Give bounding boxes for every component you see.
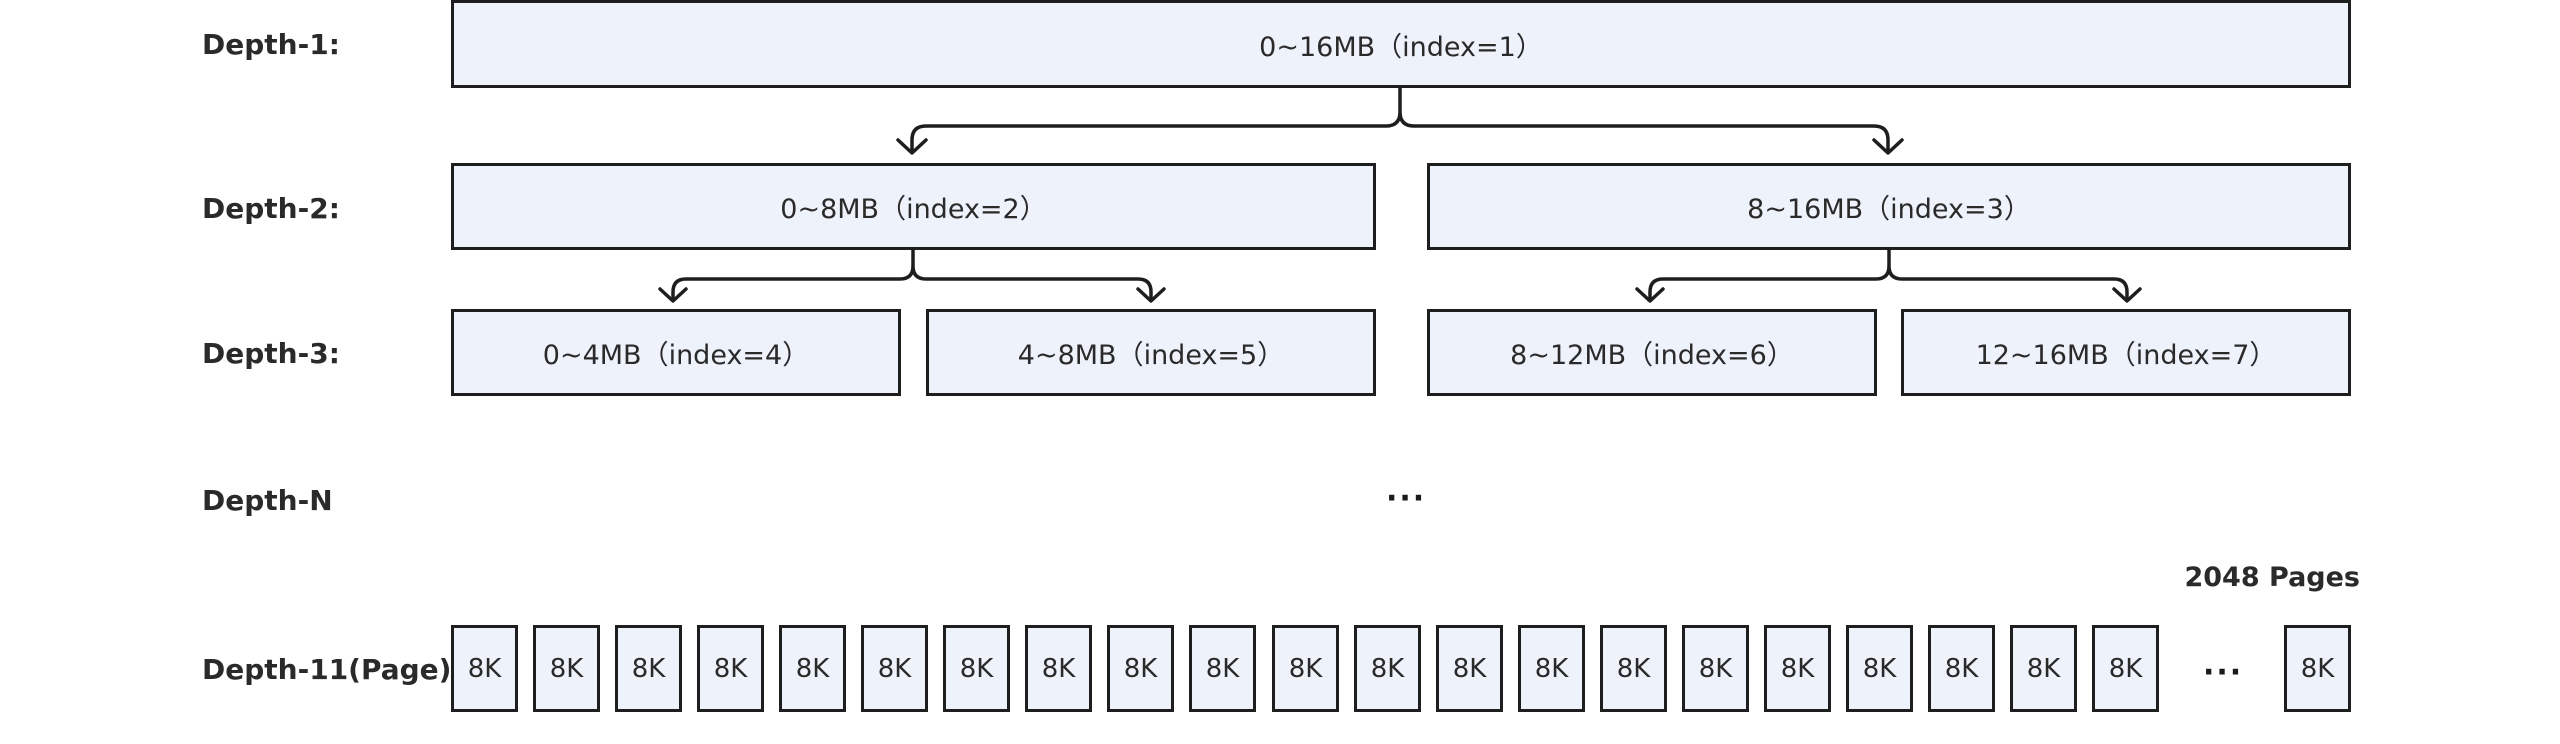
arrow-to-node-3 — [1872, 138, 1904, 155]
page-block: 8K — [1600, 625, 1667, 712]
page-block: 8K — [1354, 625, 1421, 712]
tree-node-index-4: 0~4MB（index=4） — [451, 309, 901, 396]
page-block: 8K — [1928, 625, 1995, 712]
tree-node-index-7: 12~16MB（index=7） — [1901, 309, 2351, 396]
page-block: 8K — [1436, 625, 1503, 712]
page-block: 8K — [1189, 625, 1256, 712]
depth-1-label: Depth-1: — [202, 28, 340, 61]
page-block: 8K — [533, 625, 600, 712]
page-block: 8K — [1107, 625, 1174, 712]
arrow-to-node-7 — [2112, 287, 2142, 303]
brace-node-3 — [1648, 246, 2129, 300]
page-block: 8K — [451, 625, 518, 712]
depth-3-label: Depth-3: — [202, 337, 340, 370]
page-block: 8K — [1025, 625, 1092, 712]
brace-node-2 — [671, 246, 1153, 300]
depth-n-ellipsis: ··· — [1386, 481, 1427, 516]
arrow-to-node-6 — [1635, 287, 1665, 303]
arrow-to-node-2 — [896, 138, 928, 155]
tree-node-index-3: 8~16MB（index=3） — [1427, 163, 2351, 250]
tree-node-index-2: 0~8MB（index=2） — [451, 163, 1376, 250]
page-block: 8K — [943, 625, 1010, 712]
page-block: 8K — [1272, 625, 1339, 712]
arrow-to-node-4 — [658, 287, 688, 303]
page-block: 8K — [2010, 625, 2077, 712]
page-block: 8K — [697, 625, 764, 712]
tree-node-index-6: 8~12MB（index=6） — [1427, 309, 1877, 396]
page-block: 8K — [1518, 625, 1585, 712]
tree-node-index-1: 0~16MB（index=1） — [451, 0, 2351, 88]
page-block: 8K — [1764, 625, 1831, 712]
page-block: 8K — [779, 625, 846, 712]
depth-11-label: Depth-11(Page): — [202, 653, 463, 686]
page-block: 8K — [861, 625, 928, 712]
arrow-to-node-5 — [1136, 287, 1166, 303]
page-block: 8K — [615, 625, 682, 712]
tree-node-index-5: 4~8MB（index=5） — [926, 309, 1376, 396]
page-block-last: 8K — [2284, 625, 2351, 712]
page-block: 8K — [1846, 625, 1913, 712]
depth-2-label: Depth-2: — [202, 192, 340, 225]
page-block: 8K — [1682, 625, 1749, 712]
brace-depth1 — [910, 84, 1890, 152]
pages-ellipsis: ··· — [2203, 655, 2244, 690]
depth-n-label: Depth-N — [202, 484, 333, 517]
pages-count-label: 2048 Pages — [2184, 562, 2360, 593]
page-block: 8K — [2092, 625, 2159, 712]
